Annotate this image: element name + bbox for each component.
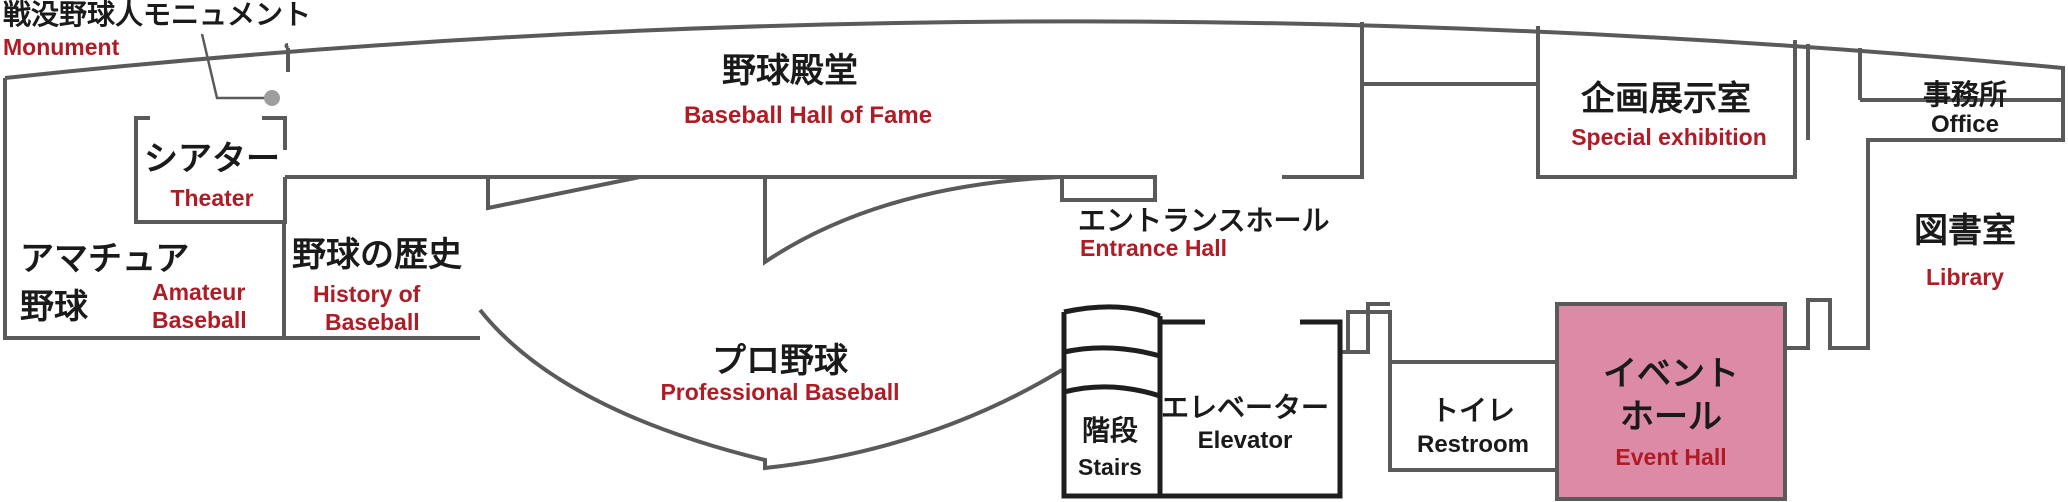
amateur-label-jp-line2: 野球 <box>20 287 89 327</box>
monument-label-jp: 戦没野球人モニュメント <box>3 0 311 31</box>
office-label-en: Office <box>1931 111 1999 138</box>
outer-wall-left <box>3 78 480 340</box>
amateur-label-jp-line1: アマチュア <box>20 239 189 279</box>
monument-label-en: Monument <box>3 34 120 60</box>
stairs-label-en: Stairs <box>1078 454 1142 480</box>
amateur-label-en-line2: Baseball <box>152 307 247 333</box>
hall-of-fame-label-jp: 野球殿堂 <box>722 51 858 91</box>
history-label-en-line2: Baseball <box>325 309 420 335</box>
elevator-label-en: Elevator <box>1198 427 1293 454</box>
special-exhibition-label-jp: 企画展示室 <box>1581 79 1751 119</box>
library-label-jp: 図書室 <box>1914 211 2016 251</box>
monument-marker[interactable] <box>264 90 280 106</box>
stairs-label-jp: 階段 <box>1082 414 1138 447</box>
entrance-hall-label-jp: エントランスホール <box>1078 204 1329 237</box>
pro-baseball-wall <box>478 308 1064 471</box>
event-hall-label-jp-line2: ホール <box>1620 397 1722 437</box>
hall-divider-left <box>284 43 290 72</box>
event-hall-label-en: Event Hall <box>1615 444 1726 470</box>
hall-angled-wall <box>486 175 1061 266</box>
restroom-label-en: Restroom <box>1417 431 1529 458</box>
pro-baseball-label-jp: プロ野球 <box>712 341 849 381</box>
monument-leader-line <box>200 33 270 100</box>
amateur-label-en-line1: Amateur <box>152 279 245 305</box>
library-label-en: Library <box>1926 264 2004 290</box>
entrance-hall-label-en: Entrance Hall <box>1080 235 1227 261</box>
restroom-walls <box>1388 360 1557 472</box>
special-exhibition-label-en: Special exhibition <box>1571 124 1767 150</box>
entrance-corridor-wall <box>1340 302 1390 354</box>
restroom-label-jp: トイレ <box>1431 394 1515 427</box>
hall-of-fame-label-en: Baseball Hall of Fame <box>684 102 932 129</box>
office-label-jp: 事務所 <box>1923 78 2007 111</box>
theater-label-jp: シアター <box>144 139 280 179</box>
elevator-label-jp: エレベーター <box>1161 391 1329 424</box>
pro-baseball-label-en: Professional Baseball <box>660 379 899 405</box>
history-label-jp: 野球の歴史 <box>292 235 462 275</box>
event-hall-label-jp-line1: イベント <box>1603 354 1739 394</box>
special-exhibition-walls <box>1362 26 1862 179</box>
stairs-walls <box>1061 304 1163 499</box>
event-hall-room[interactable] <box>1555 302 1787 501</box>
history-label-en-line1: History of <box>313 281 421 307</box>
elevator-walls <box>1160 319 1343 499</box>
theater-label-en: Theater <box>170 185 253 211</box>
